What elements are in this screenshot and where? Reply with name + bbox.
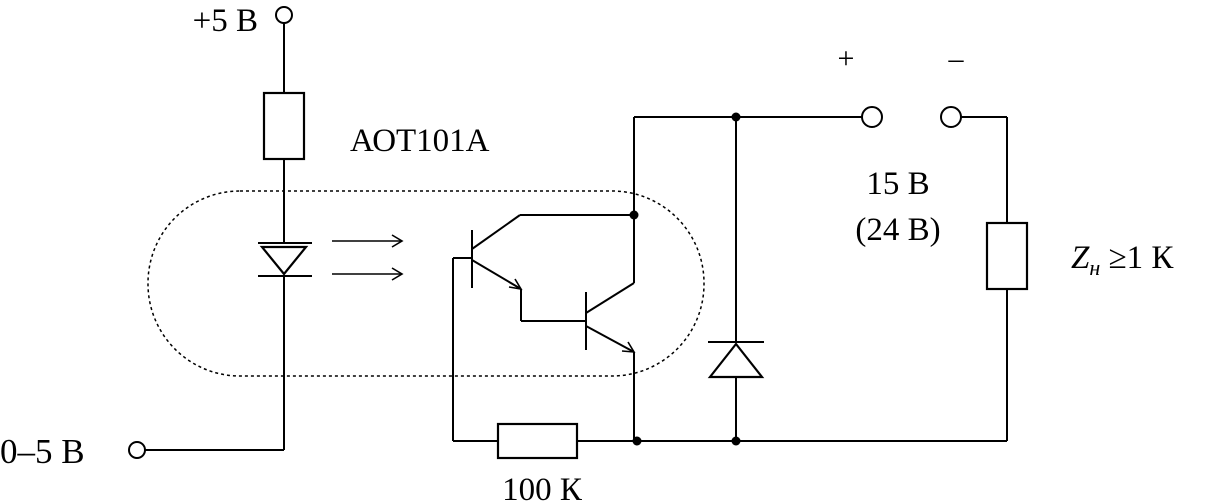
optocoupler-outline	[147, 190, 705, 377]
load-branch	[961, 116, 1029, 441]
load-resistor	[985, 221, 1029, 291]
light-arrows	[332, 234, 404, 281]
led-branch	[128, 6, 312, 459]
load-label: Zн ≥1 К	[1071, 240, 1174, 280]
output-minus-terminal	[940, 106, 962, 128]
input-terminal	[128, 441, 146, 459]
input-label: 0–5 В	[0, 432, 85, 471]
resistor-value-label: 100 К	[502, 472, 583, 503]
bottom-rail	[453, 422, 1007, 460]
voltage-main-label: 15 В	[866, 166, 929, 202]
darlington-transistors	[452, 214, 636, 441]
minus-label: –	[948, 42, 965, 75]
supply-label: +5 В	[193, 3, 258, 39]
supply-terminal	[275, 6, 293, 24]
plus-label: +	[838, 42, 855, 75]
led-current-resistor	[262, 91, 306, 161]
led-diode	[258, 242, 312, 277]
base-resistor	[496, 422, 579, 460]
output-plus-terminal	[861, 106, 883, 128]
voltage-alt-label: (24 В)	[855, 212, 940, 248]
protection-diode	[707, 117, 765, 441]
optocoupler-label: АОТ101А	[350, 123, 490, 159]
